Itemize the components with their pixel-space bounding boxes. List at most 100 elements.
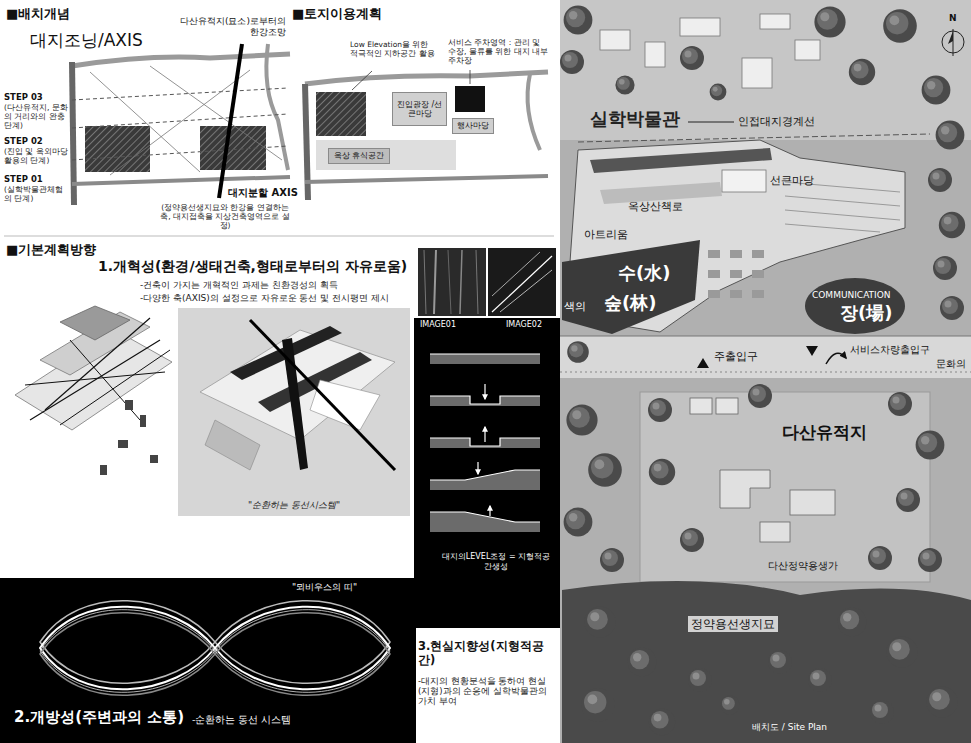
site-plan — [805, 278, 905, 334]
site-plan — [560, 0, 971, 140]
trees — [567, 341, 589, 363]
texture-images — [476, 250, 478, 314]
trees — [838, 608, 867, 637]
site-plan — [742, 58, 772, 88]
step-note: (진입 및 옥외마당 활용의 단계) — [4, 147, 68, 165]
site-plan — [785, 224, 880, 232]
concept-heading: 2.개방성(주변과의 소통) — [14, 708, 184, 726]
entrance-label: 주출입구 — [714, 350, 758, 363]
trees — [748, 384, 772, 408]
level-diagrams — [430, 354, 540, 364]
texture-images — [488, 248, 556, 316]
axis-sketch — [150, 455, 158, 463]
site-plan — [560, 372, 971, 373]
trees — [649, 709, 675, 735]
site-plan — [708, 290, 720, 298]
trees — [870, 700, 894, 724]
site-plan — [645, 42, 665, 67]
left-panel — [0, 0, 560, 743]
site-plan — [760, 522, 790, 542]
trees — [928, 168, 952, 192]
section-heading: ■기본계획방향 — [6, 242, 96, 258]
place-label: 옥상산책로 — [628, 200, 683, 213]
zoning-diagram — [90, 72, 200, 172]
zoning-diagram — [72, 88, 288, 100]
level-diagrams — [430, 512, 540, 532]
trees — [808, 668, 832, 692]
place-label: 선큰마당 — [770, 174, 814, 187]
place-label: 아트리움 — [584, 228, 628, 241]
zoning-diagram — [72, 54, 290, 66]
axis-sketch — [100, 465, 107, 475]
texture-images — [492, 256, 552, 312]
node-text: "순환하는 동선시스템" — [248, 500, 340, 510]
trees — [883, 9, 917, 43]
mobius-panel — [40, 610, 390, 693]
level-diagrams — [489, 506, 490, 516]
site-plan — [752, 270, 764, 278]
axis-sketch — [140, 415, 146, 427]
entrance-label: 서비스차량출입구 — [850, 344, 930, 356]
concept-note: -건축이 가지는 개혁적인 과제는 친환경성의 획득 — [140, 280, 338, 291]
zoning-diagram — [72, 114, 288, 128]
site-plan — [730, 270, 742, 278]
site-plan — [752, 250, 764, 258]
axis-sketch — [25, 372, 165, 385]
trees — [628, 648, 657, 677]
mobius-panel — [40, 607, 390, 690]
site-plan — [826, 353, 846, 364]
site-plan — [560, 336, 971, 337]
land-use-diagram — [305, 70, 548, 200]
model-photo-frame: "순환하는 동선시스템" — [178, 308, 410, 516]
site-plan — [785, 210, 900, 220]
zoning-diagram — [150, 66, 282, 160]
site-plan — [722, 170, 766, 192]
site-plan — [562, 240, 700, 334]
annotation: 다산유적지(묘소)로부터의 한강조망 — [176, 16, 286, 38]
concept-heading: 3.현실지향성(지형적공간) — [418, 640, 556, 668]
texture-images — [424, 250, 426, 314]
land-use-diagram — [316, 92, 366, 136]
trees — [918, 548, 942, 572]
level-diagrams — [430, 512, 540, 522]
land-use-diagram — [316, 140, 456, 170]
land-use-diagram — [305, 176, 548, 182]
model-photo — [205, 420, 260, 470]
level-diagrams — [414, 318, 560, 628]
axis-sketch — [60, 350, 170, 425]
land-use-diagram — [470, 70, 471, 84]
trees — [922, 76, 951, 105]
zoning-diagram — [72, 177, 290, 184]
model-photo — [178, 308, 410, 516]
trees — [896, 488, 920, 512]
site-plan — [720, 470, 770, 508]
trees — [648, 398, 672, 422]
trees — [600, 548, 624, 572]
zoning-diagram — [219, 44, 242, 198]
node-text: 진입광장 /선큰마당 — [395, 100, 444, 118]
place-label: 다산정약용생가 — [768, 560, 838, 572]
trees — [649, 459, 675, 485]
trees — [584, 606, 615, 637]
plan-caption: 배치도 / Site Plan — [752, 722, 827, 733]
site-plan — [590, 148, 772, 173]
zoning-diagram — [85, 126, 150, 172]
section-heading: ■배치개념 — [6, 6, 70, 22]
texture-images — [492, 252, 540, 296]
trees — [566, 404, 597, 435]
place-label: 장(場) — [840, 302, 892, 324]
axis-sketch — [45, 318, 150, 410]
place-label: 다산유적지 — [782, 422, 867, 442]
axis-sketch — [60, 306, 130, 340]
trees — [936, 121, 965, 150]
trees — [581, 688, 615, 722]
step-label: STEP 03 — [4, 92, 43, 102]
concept-heading: 1.개혁성(환경/생태건축,형태로부터의 자유로움) — [98, 258, 407, 275]
trees — [564, 508, 593, 537]
model-photo — [250, 320, 395, 470]
level-diagrams — [430, 353, 540, 354]
